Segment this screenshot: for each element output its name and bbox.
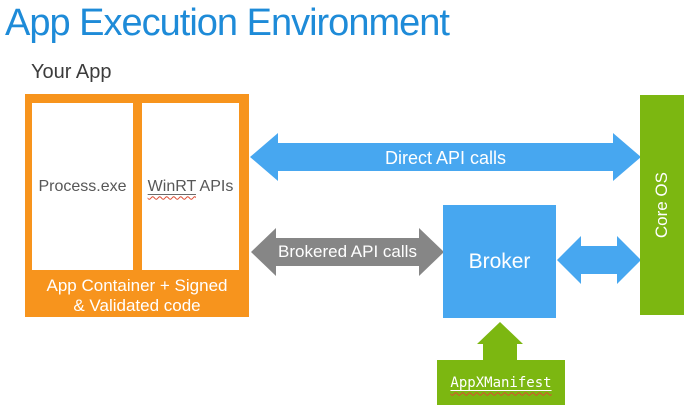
process-box: Process.exe [32,103,133,270]
broker-label: Broker [468,249,531,273]
brokered-api-arrow [251,228,444,276]
broker-box: Broker [443,205,556,318]
appx-manifest-label: AppXManifest [450,374,552,391]
manifest-to-broker-arrow [477,322,523,360]
brokered-api-label: Brokered API calls [278,242,417,261]
winrt-box: WinRT APIs [142,103,239,270]
winrt-word-underline: WinRT [148,178,196,195]
broker-coreos-arrow [557,236,641,284]
core-os-label: Core OS [652,171,671,239]
winrt-label: WinRT APIs [148,178,234,196]
caption-line-2: & Validated code [73,296,201,316]
app-container-box: Process.exe WinRT APIs App Container + S… [25,94,249,317]
page-title: App Execution Environment [5,2,450,44]
core-os-bar: Core OS [640,95,684,315]
apis-word: APIs [195,177,234,195]
process-label: Process.exe [38,177,127,195]
direct-api-arrow [250,133,641,181]
caption-line-1: App Container + Signed [46,276,228,295]
app-container-caption: App Container + Signed & Validated code [25,276,249,316]
appx-manifest-box: AppXManifest [437,360,565,405]
direct-api-label: Direct API calls [384,148,507,168]
your-app-label: Your App [31,61,112,83]
appx-manifest-underline: AppXManifest [450,375,551,391]
winrt-word: WinRT [147,177,196,195]
